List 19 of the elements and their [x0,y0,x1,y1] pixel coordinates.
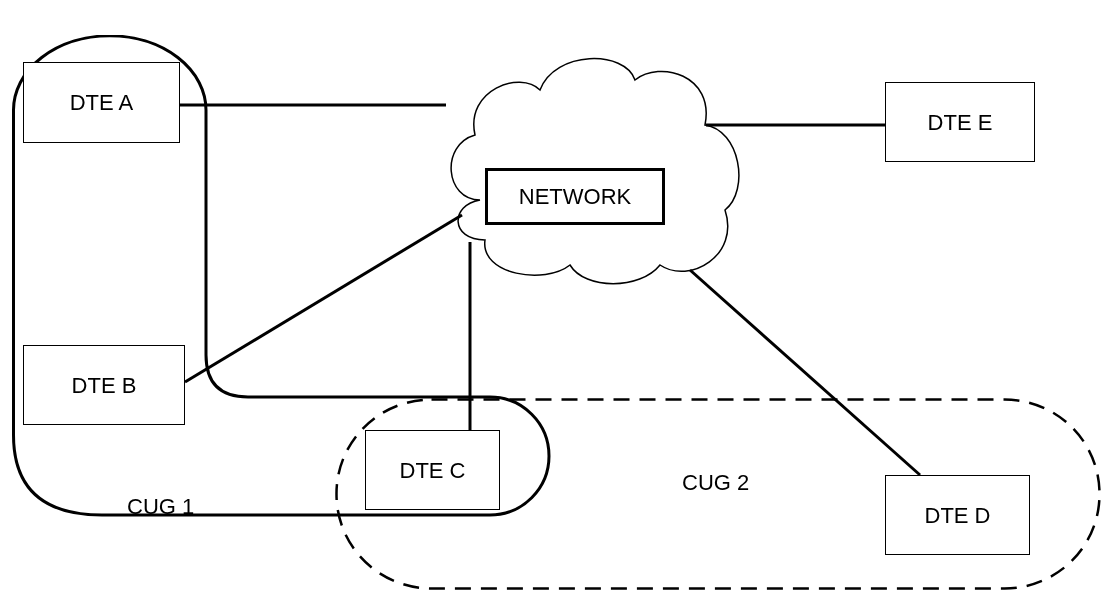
node-label: DTE D [924,501,991,530]
terminal-box [885,475,1030,555]
node-label: DTE B [71,371,137,400]
node-label: CUG 2 [682,470,750,495]
node-label: DTE A [69,89,134,117]
node-label: DTE E [927,108,993,137]
connection-line [180,103,446,107]
terminal-box [23,62,180,143]
node-label: CUG 1 [127,494,195,519]
node-label: DTE C [399,456,466,485]
connection-line [706,123,885,127]
terminal-box [23,345,185,425]
connection-line [184,213,463,384]
closed-user-group-outline [335,398,1101,590]
terminal-box [885,82,1035,162]
terminal-box [365,430,500,510]
connection-line [689,268,921,477]
network-label: NETWORK [518,183,632,211]
connection-line [468,242,472,430]
